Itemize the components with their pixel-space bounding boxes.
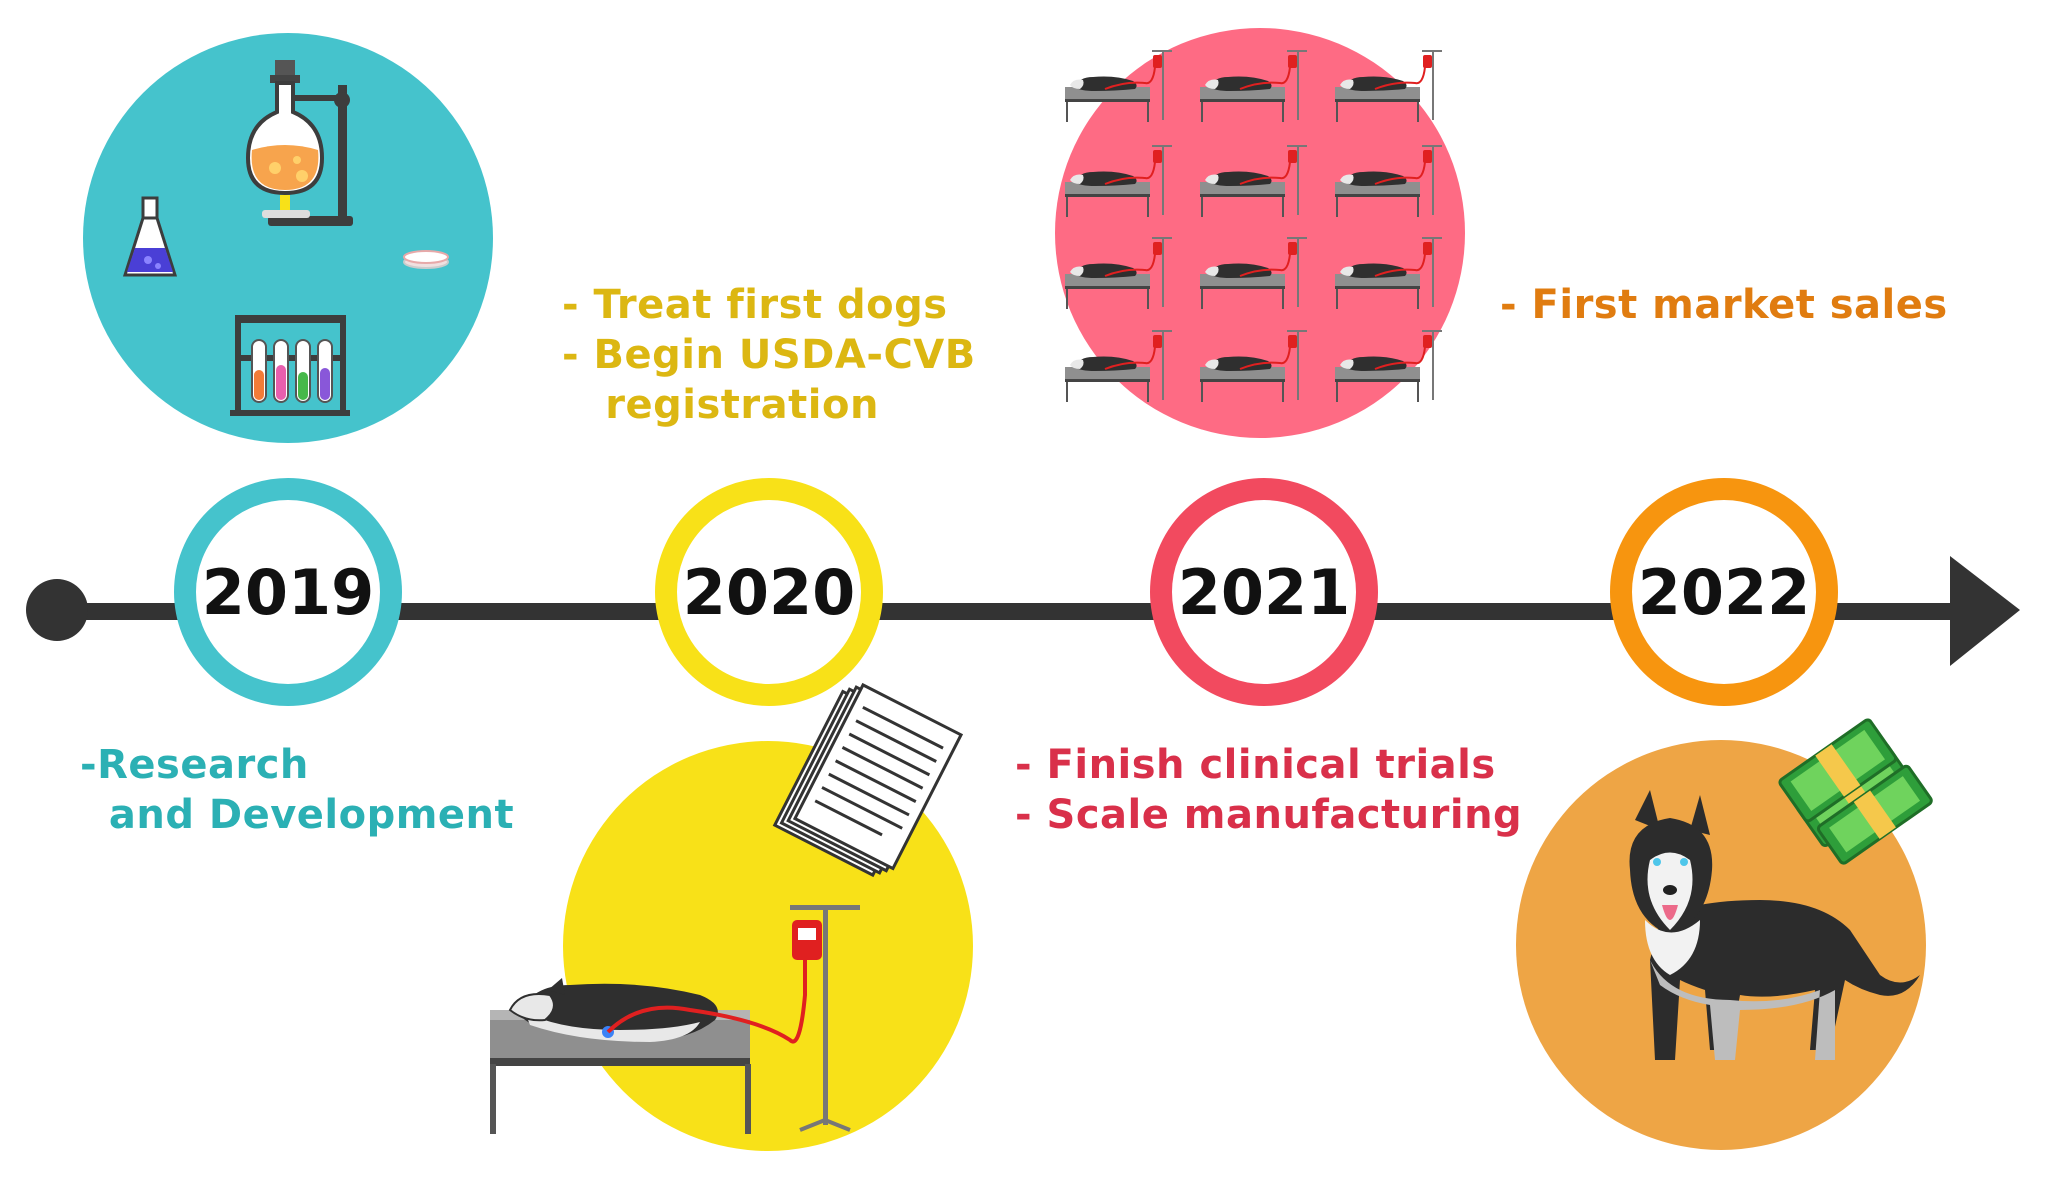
trial-dog-tile xyxy=(1200,145,1307,217)
note-2019-line-2: and Development xyxy=(80,792,515,838)
year-ring-2020 xyxy=(655,478,883,706)
note-2020-line-2: - Begin USDA-CVB xyxy=(562,332,976,378)
note-2021-line-2: - Scale manufacturing xyxy=(1015,792,1523,838)
trial-dog-tile xyxy=(1200,330,1307,402)
trial-dog-tile xyxy=(1335,145,1442,217)
money-stack-icon xyxy=(1778,718,1933,865)
trial-dog-tile xyxy=(1335,50,1442,122)
note-2019-line-1: -Research xyxy=(80,742,309,788)
multiple-dog-trials-icon xyxy=(1055,28,1465,438)
note-2020-line-1: - Treat first dogs xyxy=(562,282,948,328)
trial-dog-tile xyxy=(1065,330,1172,402)
year-label-2022: 2022 xyxy=(1637,556,1811,629)
year-ring-2021 xyxy=(1150,478,1378,706)
trial-dog-tile xyxy=(1335,330,1442,402)
timeline-start-dot xyxy=(26,579,88,641)
note-2021-line-1: - Finish clinical trials xyxy=(1015,742,1496,788)
paper-stack-icon xyxy=(772,682,964,878)
laboratory-glassware-icon xyxy=(83,33,493,443)
note-2022-line-1: - First market sales xyxy=(1500,282,1948,328)
note-2020-line-3: registration xyxy=(562,382,879,428)
year-ring-2022 xyxy=(1610,478,1838,706)
trial-dog-tile xyxy=(1335,237,1442,309)
timeline-axis xyxy=(26,556,2020,666)
trial-dog-tile xyxy=(1065,237,1172,309)
trial-dog-tile xyxy=(1065,50,1172,122)
trial-dog-tile xyxy=(1200,50,1307,122)
trial-dog-tile xyxy=(1065,145,1172,217)
year-label-2021: 2021 xyxy=(1177,556,1351,629)
year-label-2020: 2020 xyxy=(682,556,856,629)
year-label-2019: 2019 xyxy=(201,556,375,629)
year-ring-2019 xyxy=(174,478,402,706)
trial-dog-tile xyxy=(1200,237,1307,309)
timeline-arrowhead xyxy=(1950,556,2020,666)
